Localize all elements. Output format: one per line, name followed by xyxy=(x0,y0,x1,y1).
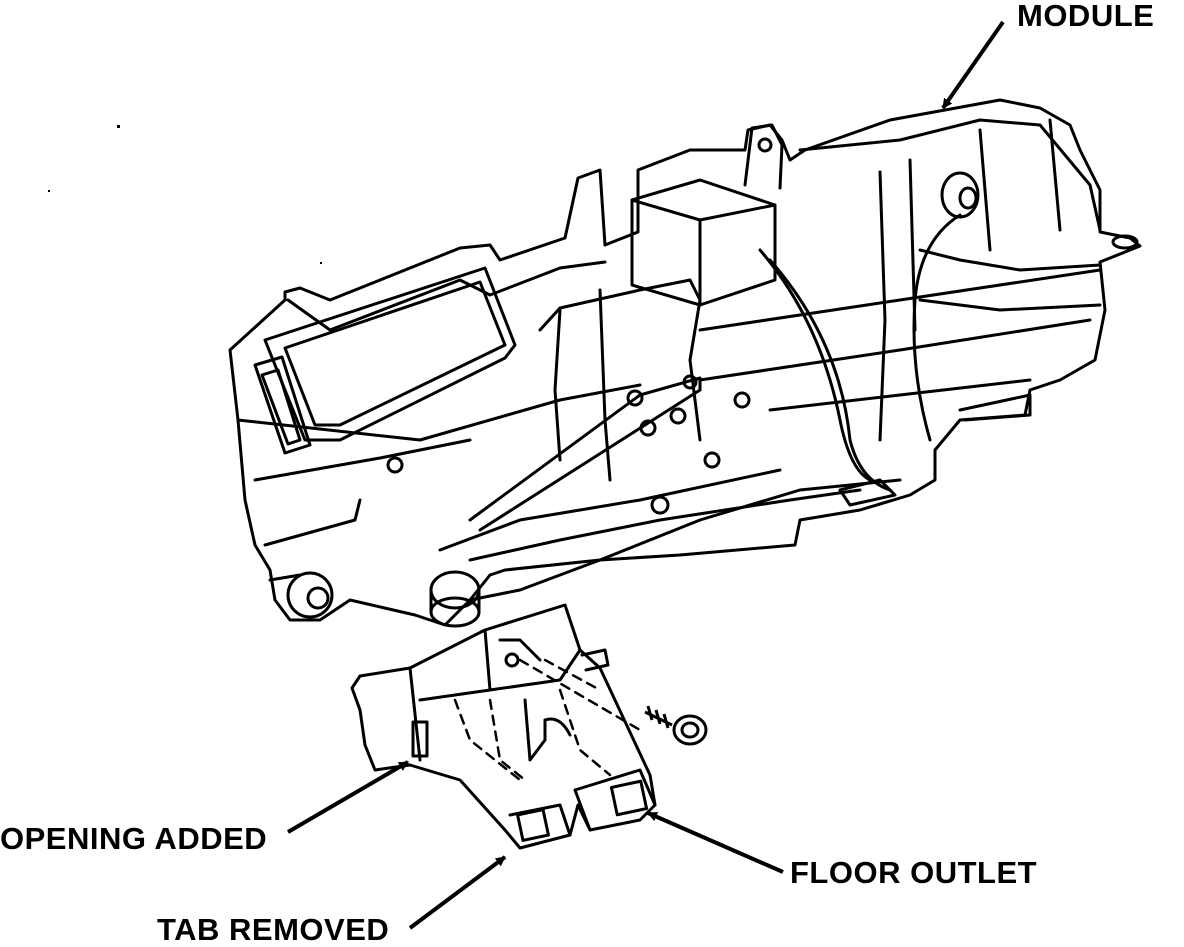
module-leader xyxy=(941,20,1005,110)
hvac-module xyxy=(228,98,1142,628)
mounting-screw xyxy=(644,705,708,746)
floor-outlet-leader xyxy=(647,811,784,874)
leader-lines xyxy=(286,20,1005,930)
label-tab-removed: TAB REMOVED xyxy=(157,912,390,947)
floor-outlet-duct xyxy=(350,603,657,850)
label-module: MODULE xyxy=(1017,0,1155,33)
label-floor-outlet: FLOOR OUTLET xyxy=(790,855,1038,890)
tab-removed-leader xyxy=(408,855,507,930)
opening-added-leader xyxy=(286,760,410,834)
scan-specks xyxy=(48,125,322,264)
label-opening-added: OPENING ADDED xyxy=(0,821,268,856)
